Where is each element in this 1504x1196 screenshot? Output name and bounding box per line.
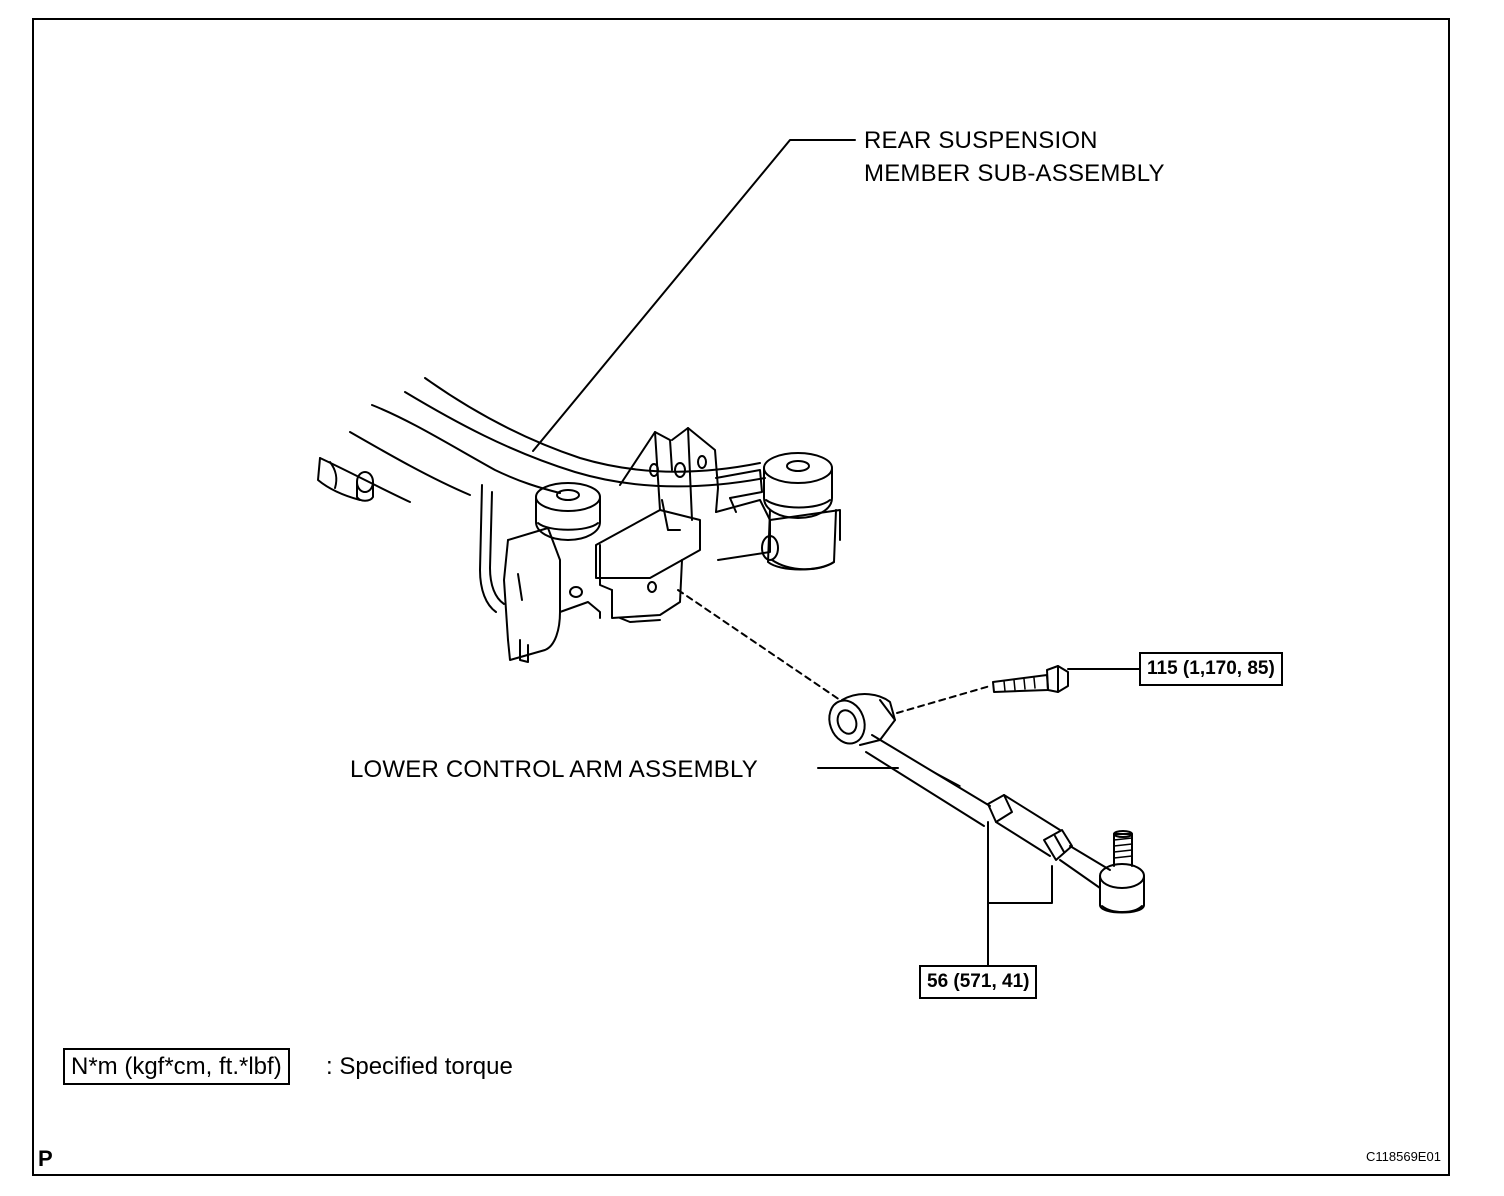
torque-unit-legend-box: N*m (kgf*cm, ft.*lbf) bbox=[63, 1048, 290, 1085]
rear-member-leader-line bbox=[532, 139, 856, 452]
lower-control-arm-drawing bbox=[828, 693, 1145, 914]
adjuster-leader-line bbox=[987, 821, 1053, 968]
corner-letter: P bbox=[38, 1146, 53, 1171]
rear-member-label-line1: REAR SUSPENSION bbox=[864, 127, 1098, 154]
torque-legend-description: : Specified torque bbox=[326, 1053, 513, 1080]
rear-suspension-member-drawing bbox=[317, 377, 841, 663]
bolt-alignment-dashed-line bbox=[896, 685, 991, 714]
bolt-drawing bbox=[992, 665, 1069, 693]
adjuster-torque-box: 56 (571, 41) bbox=[919, 965, 1038, 999]
arm-alignment-dashed-line bbox=[677, 589, 841, 701]
diagram-frame bbox=[32, 18, 1450, 1176]
lower-arm-label: LOWER CONTROL ARM ASSEMBLY bbox=[350, 756, 758, 783]
figure-code: C118569E01 bbox=[1366, 1149, 1441, 1164]
rear-member-label-line2: MEMBER SUB-ASSEMBLY bbox=[864, 160, 1165, 187]
bolt-torque-box: 115 (1,170, 85) bbox=[1139, 652, 1283, 686]
